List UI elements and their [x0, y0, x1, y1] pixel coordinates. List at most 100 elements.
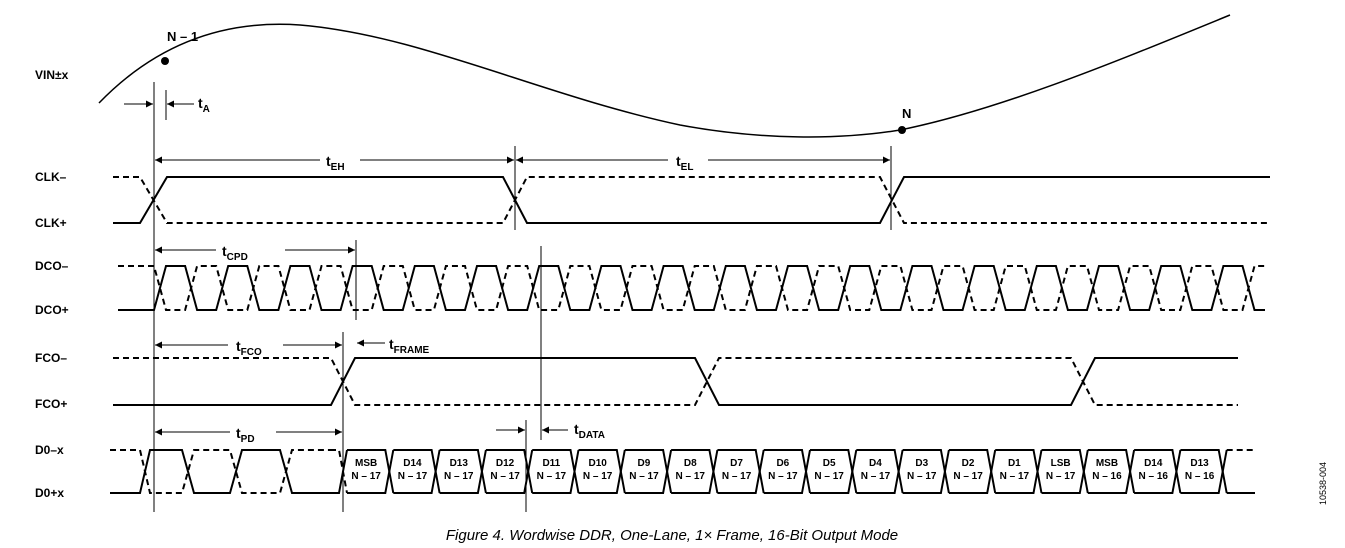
d0-cell-bottom — [810, 449, 858, 494]
d0-bit-label: MSB — [355, 458, 377, 469]
d0-bit-label: D10 — [588, 458, 607, 469]
d0-cell-bottom — [856, 449, 904, 494]
d0-cell-top — [1087, 449, 1136, 494]
d0-cell-bottom — [717, 449, 765, 494]
d0-cell-bottom — [485, 449, 534, 494]
d0-cell-bottom — [948, 449, 997, 494]
signal-label-fco-plus: FCO+ — [35, 397, 67, 411]
d0-bit-label: D6 — [776, 458, 789, 469]
teh-label: tEH — [326, 153, 345, 173]
tfco-label: tFCO — [236, 338, 262, 358]
clk-plus-waveform — [113, 176, 1270, 224]
dco-waveforms — [118, 265, 1265, 311]
sample-label-n-minus-1: N – 1 — [167, 29, 198, 44]
d0-cell-top — [717, 449, 765, 494]
d0-cell-top — [810, 449, 858, 494]
d0-cell-top — [439, 449, 487, 494]
ta-label: tA — [198, 95, 210, 115]
sample-point-n — [898, 126, 906, 134]
d0-bit-label: D12 — [496, 458, 515, 469]
sample-label-n: N — [902, 106, 911, 121]
d0-cell-bottom — [1134, 449, 1182, 494]
d0-sample-label: N – 17 — [907, 471, 937, 482]
d0-cell-bottom — [671, 449, 719, 494]
d0-cell-top — [532, 449, 580, 494]
d0-bit-label: D7 — [730, 458, 743, 469]
d0-bit-label: D3 — [915, 458, 928, 469]
d0-bit-label: D8 — [684, 458, 697, 469]
d0-sample-label: N – 16 — [1139, 471, 1169, 482]
d0-sample-label: N – 16 — [1185, 471, 1215, 482]
tframe-label: tFRAME — [389, 336, 430, 356]
d0-cell-top — [671, 449, 719, 494]
d0-sample-label: N – 17 — [537, 471, 567, 482]
d0-cell-top — [485, 449, 534, 494]
d0-cell-top — [902, 449, 950, 494]
figure-caption: Figure 4. Wordwise DDR, One-Lane, 1× Fra… — [446, 527, 898, 544]
fco-minus-waveform — [113, 357, 1238, 406]
d0-sample-label: N – 17 — [814, 471, 844, 482]
tcpd-label: tCPD — [222, 243, 248, 263]
d0-cell-bottom — [1180, 449, 1228, 494]
d0-plus-preamble — [110, 449, 330, 494]
d0-sample-label: N – 16 — [1092, 471, 1122, 482]
d0-sample-label: N – 17 — [490, 471, 520, 482]
d0-bit-label: D14 — [403, 458, 422, 469]
d0-sample-label: N – 17 — [398, 471, 428, 482]
d0-cell-bottom — [763, 449, 811, 494]
d0-bit-label: D2 — [962, 458, 975, 469]
d0-sample-label: N – 17 — [583, 471, 613, 482]
d0-bit-label: D5 — [823, 458, 836, 469]
signal-label-clk-plus: CLK+ — [35, 216, 67, 230]
signal-label-clk-minus: CLK– — [35, 170, 67, 184]
d0-sample-label: N – 17 — [1046, 471, 1076, 482]
d0-cell-bottom — [578, 449, 626, 494]
sample-point-n-minus-1 — [161, 57, 169, 65]
dco-minus-waveform — [118, 265, 1265, 311]
d0-minus-preamble — [110, 449, 330, 494]
clk-minus-waveform — [113, 176, 1270, 224]
d0-bit-label: D14 — [1144, 458, 1163, 469]
d0-bit-label: D13 — [1190, 458, 1209, 469]
d0-cell-bottom — [439, 449, 487, 494]
tpd-label: tPD — [236, 425, 255, 445]
d0-bit-label: D4 — [869, 458, 882, 469]
d0-plus-lead — [330, 449, 348, 494]
d0-cell-top — [393, 449, 441, 494]
d0-bit-label: LSB — [1051, 458, 1071, 469]
tel-label: tEL — [676, 153, 693, 173]
d0-cell-top — [578, 449, 626, 494]
d0-bit-label: D13 — [450, 458, 469, 469]
d0-cell-top — [763, 449, 811, 494]
signal-label-fco-minus: FCO– — [35, 351, 67, 365]
d0-cell-bottom — [624, 449, 673, 494]
fco-plus-waveform — [113, 357, 1238, 406]
dco-plus-waveform — [118, 265, 1265, 311]
d0-cell-top — [624, 449, 673, 494]
d0-sample-label: N – 17 — [444, 471, 474, 482]
signal-label-d0-minus: D0–x — [35, 443, 64, 457]
d0-cell-bottom — [902, 449, 950, 494]
signal-label-vin: VIN±x — [35, 68, 69, 82]
d0-cell-bottom — [995, 449, 1043, 494]
signal-label-dco-minus: DCO– — [35, 259, 69, 273]
d0-bit-label: D11 — [542, 458, 560, 469]
d0-cell-bottom — [1087, 449, 1136, 494]
d0-sample-label: N – 17 — [629, 471, 659, 482]
d0-cell-bottom — [347, 449, 395, 494]
d0-bit-label: D9 — [638, 458, 651, 469]
d0-cell-top — [1134, 449, 1182, 494]
d0-cell-top — [1180, 449, 1228, 494]
d0-cell-top — [995, 449, 1043, 494]
d0-minus-lead — [330, 449, 348, 494]
d0-sample-label: N – 17 — [676, 471, 706, 482]
d0-waveforms: MSB N – 17 D14 N – 17 D13 N – 17 D12 N – 17 D11N… — [110, 449, 1255, 494]
d0-cell-bottom — [532, 449, 580, 494]
d0-cell-top — [347, 449, 395, 494]
d0-cell-bottom — [1041, 449, 1089, 494]
d0-cell-bottom — [393, 449, 441, 494]
d0-sample-label: N – 17 — [768, 471, 798, 482]
d0-sample-label: N – 17 — [953, 471, 983, 482]
tdata-label: tDATA — [574, 421, 605, 441]
